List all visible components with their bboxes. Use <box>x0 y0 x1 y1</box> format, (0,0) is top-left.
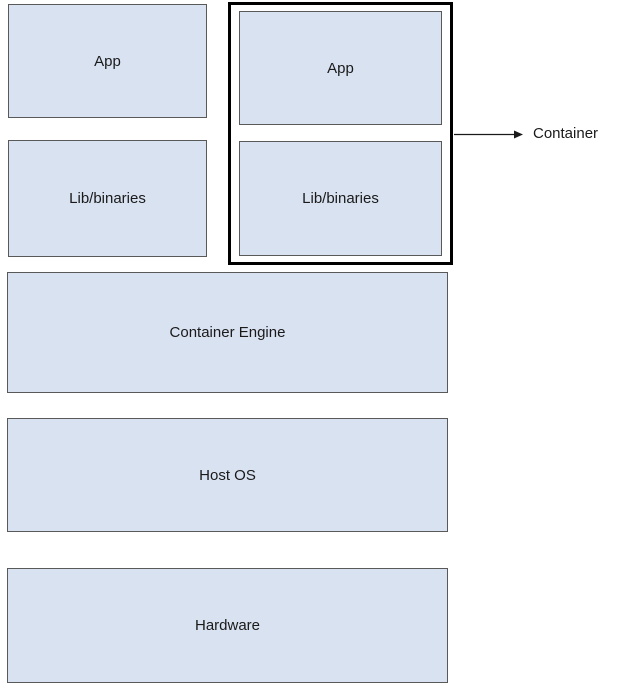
app-box-left-label: App <box>94 52 121 70</box>
container-arrow <box>454 130 523 139</box>
container-engine-box: Container Engine <box>7 272 448 393</box>
container-group-outline: App Lib/binaries <box>228 2 453 265</box>
host-os-label: Host OS <box>199 466 256 484</box>
container-annotation-label: Container <box>533 125 599 142</box>
hardware-box: Hardware <box>7 568 448 683</box>
container-engine-label: Container Engine <box>169 324 286 341</box>
host-os-box: Host OS <box>7 418 448 532</box>
lib-binaries-box-container: Lib/binaries <box>239 141 442 256</box>
app-box-container: App <box>239 11 442 125</box>
lib-binaries-box-container-label: Lib/binaries <box>302 190 379 207</box>
app-box-container-label: App <box>327 59 354 77</box>
lib-binaries-box-left-label: Lib/binaries <box>69 190 146 207</box>
app-box-left: App <box>8 4 207 118</box>
lib-binaries-box-left: Lib/binaries <box>8 140 207 257</box>
hardware-label: Hardware <box>194 617 261 634</box>
